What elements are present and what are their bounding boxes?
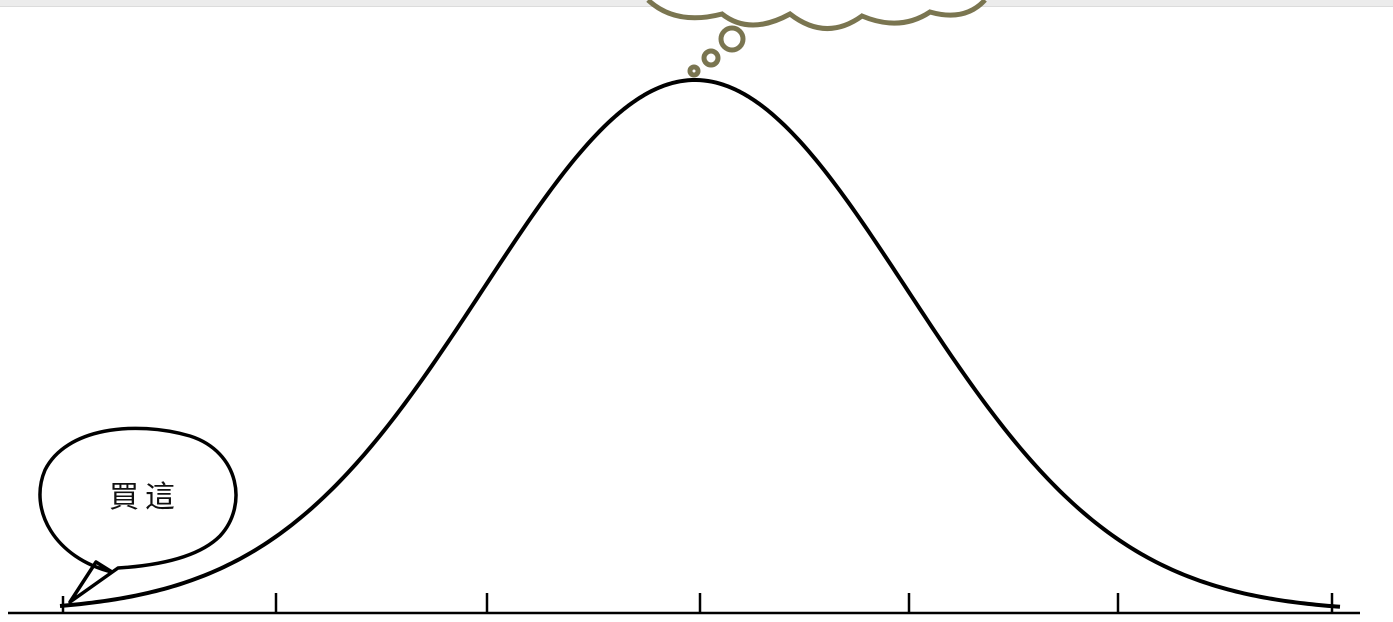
speech-bubble (38, 426, 238, 604)
thought-dot-large (718, 25, 746, 53)
thought-dot-medium (701, 48, 721, 68)
thought-cloud-shape (646, 0, 987, 31)
bell-curve (59, 78, 1341, 609)
speech-bubble-shape (38, 426, 238, 604)
thought-cloud (646, 0, 987, 78)
axis-ticks (61, 593, 1334, 613)
speech-bubble-text: 買這 (109, 480, 181, 515)
thought-dot-small (687, 64, 701, 78)
